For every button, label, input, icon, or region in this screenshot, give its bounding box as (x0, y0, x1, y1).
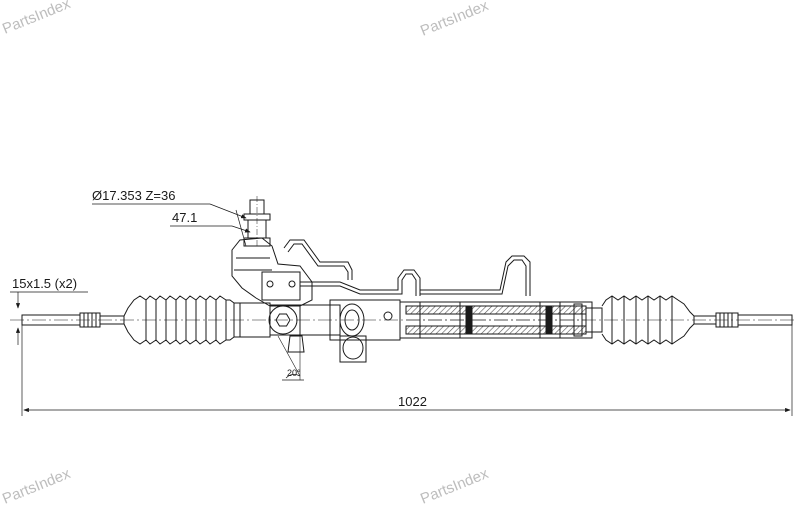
left-boot (123, 295, 235, 345)
left-housing (233, 302, 341, 338)
pinion-valve-body (231, 196, 313, 380)
thread-spec-label: 15x1.5 (x2) (12, 276, 78, 291)
pinion-dimension-leaders (92, 203, 251, 247)
right-boot (601, 295, 695, 345)
hydraulic-lines (283, 239, 531, 296)
angle-marker (282, 374, 304, 381)
pinion-length-label: 47.1 (172, 210, 198, 225)
central-housing (329, 299, 401, 363)
pinion-spec-label: Ø17.353 Z=36 (92, 188, 176, 203)
left-tie-rod (21, 312, 125, 328)
power-cylinder (399, 301, 603, 339)
thread-dimension (10, 291, 88, 345)
right-tie-rod (693, 312, 793, 328)
overall-length-dimension (21, 325, 793, 416)
angle-label: 20° (287, 368, 301, 378)
overall-length-label: 1022 (398, 394, 427, 409)
